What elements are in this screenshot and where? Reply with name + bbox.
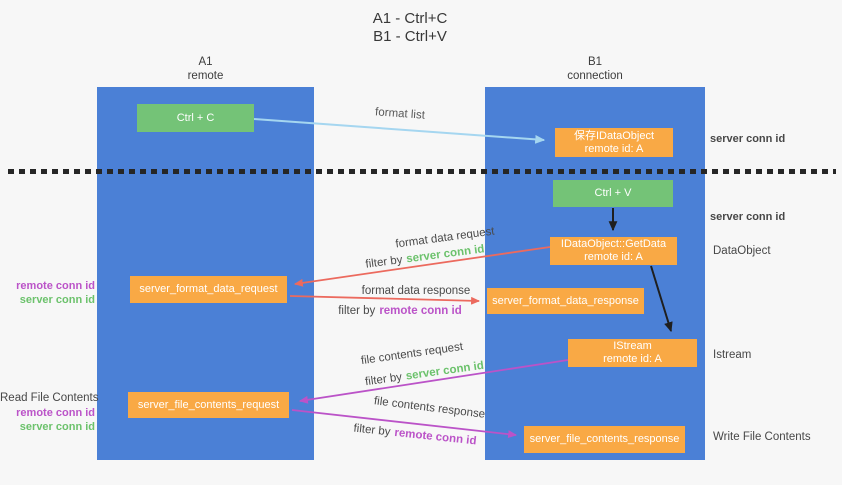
box-istream: IStream remote id: A [568, 339, 697, 367]
server-conn-id-text: server conn id [19, 421, 95, 433]
label-format-list: format list [374, 106, 426, 122]
column-b1-subtitle: connection [567, 70, 623, 82]
box-ctrl-v: Ctrl + V [553, 180, 673, 207]
box-server-format-data-request: server_format_data_request [130, 276, 287, 303]
box-server-format-data-response: server_format_data_response [487, 288, 644, 314]
box-server-file-contents-response-label: server_file_contents_response [529, 433, 680, 445]
title-line-1: A1 - Ctrl+C [372, 10, 448, 27]
box-istream-line1: IStream [613, 340, 652, 352]
server-conn-id-text: server conn id [405, 359, 485, 383]
box-idataobject-getdata-line2: remote id: A [584, 251, 643, 263]
box-ctrl-c-label: Ctrl + C [176, 111, 215, 124]
label-conn-ids-left-bottom: remote conn id server conn id [0, 406, 95, 434]
label-format-data-response: format data response [361, 285, 471, 297]
box-server-format-data-response-label: server_format_data_response [492, 294, 639, 307]
box-save-idataobject-line2: remote id: A [584, 142, 644, 155]
box-server-file-contents-request: server_file_contents_request [128, 392, 289, 418]
column-a1-name: A1 [198, 56, 213, 68]
diagram-title: A1 - Ctrl+C B1 - Ctrl+V [0, 10, 820, 46]
remote-conn-id-text: remote conn id [379, 305, 462, 317]
label-conn-ids-left-top: remote conn id server conn id [0, 279, 95, 307]
filter-by-text: filter by [352, 422, 392, 439]
label-write-file-contents: Write File Contents [713, 431, 811, 443]
session-divider-line [8, 169, 836, 174]
label-istream: Istream [713, 349, 752, 361]
server-conn-id-text: server conn id [19, 294, 95, 306]
box-server-file-contents-request-label: server_file_contents_request [137, 398, 280, 411]
box-save-idataobject-line1: 保存IDataObject [573, 129, 655, 142]
column-header-b1: B1 connection [485, 55, 705, 83]
box-server-format-data-request-label: server_format_data_request [139, 283, 278, 295]
filter-by-text: filter by [338, 305, 376, 317]
column-b1-name: B1 [587, 56, 603, 68]
remote-conn-id-text: remote conn id [16, 407, 95, 419]
label-read-file-contents: Read File Contents [0, 392, 99, 404]
label-server-conn-id-right-mid: server conn id [710, 211, 786, 223]
filter-by-text: filter by [364, 371, 403, 389]
column-header-a1: A1 remote [97, 55, 314, 83]
box-idataobject-getdata: IDataObject::GetData remote id: A [550, 237, 677, 265]
box-ctrl-c: Ctrl + C [137, 104, 254, 132]
box-save-idataobject: 保存IDataObject remote id: A [555, 128, 673, 157]
box-idataobject-getdata-line1: IDataObject::GetData [560, 238, 667, 250]
column-a1-subtitle: remote [187, 70, 224, 82]
label-server-conn-id-right-top: server conn id [710, 133, 786, 145]
box-istream-line2: remote id: A [603, 353, 662, 365]
remote-conn-id-text: remote conn id [16, 280, 95, 292]
box-server-file-contents-response: server_file_contents_response [524, 426, 685, 453]
title-line-2: B1 - Ctrl+V [373, 28, 447, 45]
remote-conn-id-text: remote conn id [393, 426, 478, 448]
box-ctrl-v-label: Ctrl + V [594, 187, 632, 199]
label-dataobject: DataObject [713, 245, 771, 257]
filter-by-text: filter by [364, 254, 404, 271]
